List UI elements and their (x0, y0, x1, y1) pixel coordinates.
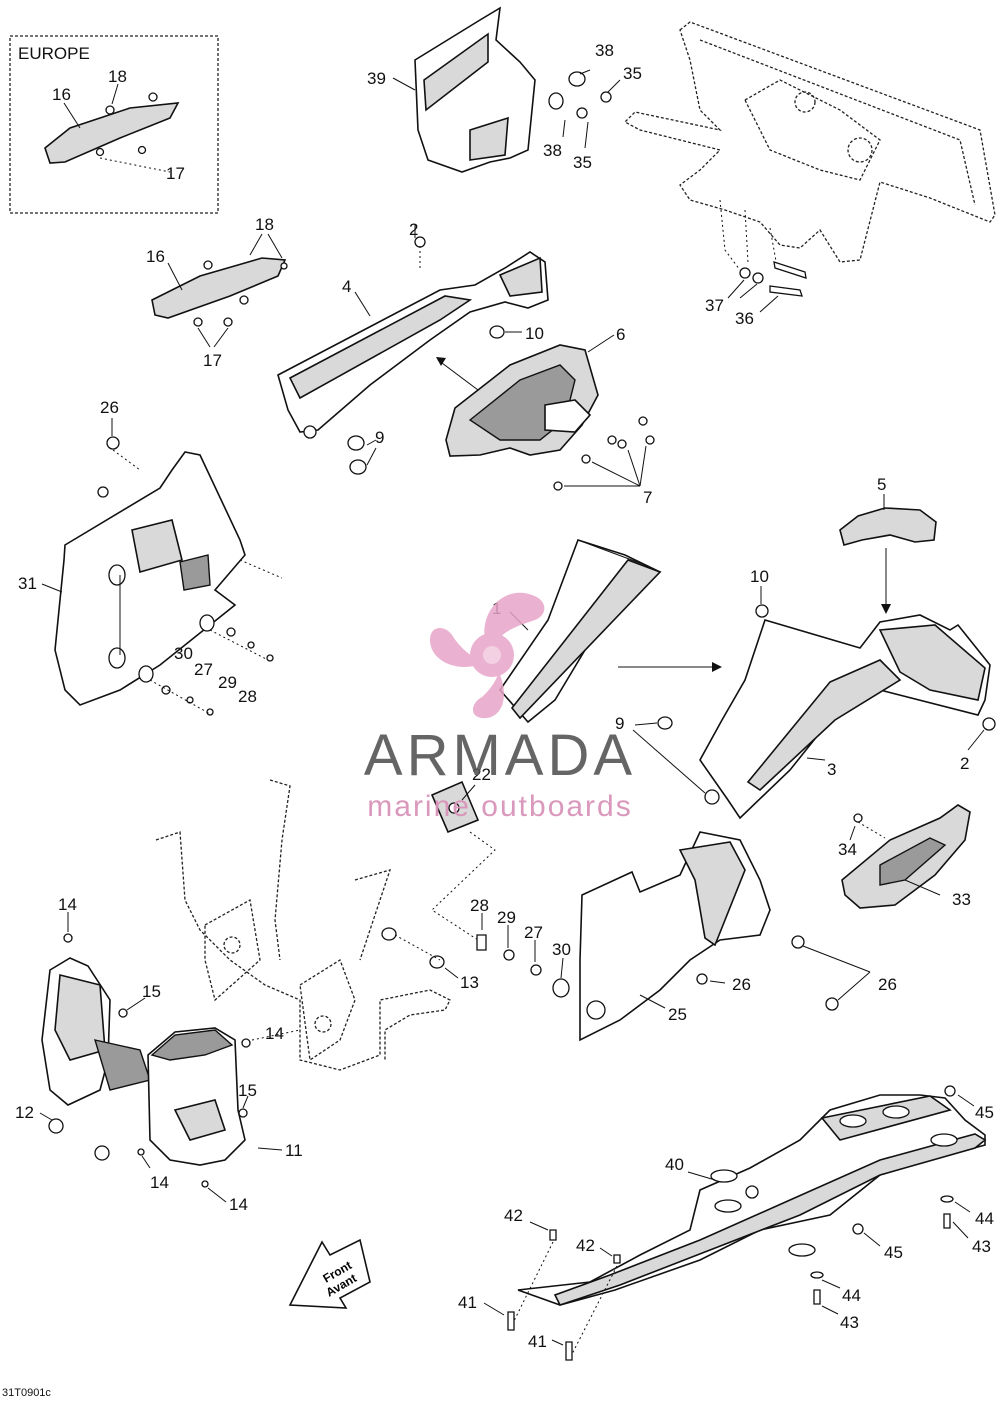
callout-29a: 29 (218, 673, 237, 692)
callout-44a: 44 (975, 1209, 994, 1228)
callout-2b: 2 (960, 754, 969, 773)
callout-45b: 45 (884, 1243, 903, 1262)
callout-14c: 14 (150, 1173, 169, 1192)
part-5-pad: 5 (839, 475, 937, 614)
callout-39: 39 (367, 69, 386, 88)
callout-37: 37 (705, 296, 724, 315)
hardware-27-30-29-28-left: 30 27 29 28 (138, 614, 274, 716)
hardware-45-44-43: 45 45 44 43 44 43 (810, 1085, 994, 1332)
callout-5: 5 (877, 475, 886, 494)
hardware-10-9-top: 10 9 (347, 324, 544, 475)
callout-17: 17 (203, 351, 222, 370)
part-33-guard: 34 33 (838, 804, 971, 909)
rear-frame-outline (623, 21, 996, 273)
callout-4: 4 (342, 277, 351, 296)
callout-10a: 10 (525, 324, 544, 343)
callout-42a: 42 (504, 1206, 523, 1225)
callout-9b: 9 (615, 714, 624, 733)
part-4-panel: 2 4 (277, 220, 549, 439)
callout-29b: 29 (497, 908, 516, 927)
hardware-7: 7 (553, 416, 655, 507)
callout-41b: 41 (528, 1332, 547, 1351)
part-22-clip: 22 (430, 765, 496, 941)
callout-26b: 26 (732, 975, 751, 994)
part-40-footwell: 40 (517, 1094, 987, 1306)
hardware-38-35: 38 35 38 35 (543, 41, 642, 172)
callout-14a: 14 (58, 895, 77, 914)
callout-2a: 2 (409, 220, 418, 239)
callout-28a: 28 (238, 687, 257, 706)
callout-31: 31 (18, 574, 37, 593)
inset-title: EUROPE (18, 44, 90, 63)
callout-43b: 43 (840, 1313, 859, 1332)
callout-33: 33 (952, 890, 971, 909)
callout-26a: 26 (100, 398, 119, 417)
hardware-14-15: 14 15 14 15 14 14 (58, 895, 301, 1214)
part-16-guard: 16 18 17 (146, 215, 288, 370)
callout-7: 7 (643, 488, 652, 507)
callout-14d: 14 (229, 1195, 248, 1214)
callout-41a: 41 (458, 1293, 477, 1312)
callout-25: 25 (668, 1005, 687, 1024)
callout-3: 3 (827, 760, 836, 779)
callout-6: 6 (616, 325, 625, 344)
callout-28b: 28 (470, 896, 489, 915)
inset-guard-part (44, 102, 180, 164)
callout-16: 16 (146, 247, 165, 266)
watermark-tagline: marine outboards (367, 790, 632, 823)
europe-inset: EUROPE 16 18 17 (9, 35, 219, 214)
callout-30b: 30 (552, 940, 571, 959)
front-frame-outline: 13 (155, 779, 479, 1071)
inset-callout-18: 18 (108, 67, 127, 86)
callout-18: 18 (255, 215, 274, 234)
callout-27a: 27 (194, 660, 213, 679)
callout-11: 11 (285, 1141, 303, 1160)
part-3-panel: 10 9 3 2 (615, 567, 996, 820)
callout-22: 22 (472, 765, 491, 784)
part-39-panel: 39 (367, 6, 536, 173)
part-31-bracket: 26 31 (18, 398, 283, 706)
callout-45a: 45 (975, 1103, 994, 1122)
hardware-36-37: 37 36 (705, 261, 807, 328)
callout-27b: 27 (524, 923, 543, 942)
hardware-28-29-27-30-center: 28 29 27 30 (470, 896, 571, 998)
part-12-guard: 12 (15, 957, 151, 1161)
inset-callout-17: 17 (166, 164, 185, 183)
callout-35b: 35 (573, 153, 592, 172)
drawing-code: 31T0901c (2, 1387, 51, 1399)
part-6-footrest: 6 (436, 325, 625, 457)
callout-42b: 42 (576, 1236, 595, 1255)
callout-35a: 35 (623, 64, 642, 83)
hardware-42-41: 42 42 41 41 (458, 1206, 621, 1361)
callout-38b: 38 (543, 141, 562, 160)
callout-30a: 30 (174, 644, 193, 663)
callout-15a: 15 (142, 982, 161, 1001)
callout-38a: 38 (595, 41, 614, 60)
callout-14b: 14 (265, 1024, 284, 1043)
callout-36: 36 (735, 309, 754, 328)
callout-40: 40 (665, 1155, 684, 1174)
armada-watermark: ARMADA marine outboards (364, 592, 636, 823)
callout-12: 12 (15, 1103, 34, 1122)
callout-9a: 9 (375, 428, 384, 447)
callout-10b: 10 (750, 567, 769, 586)
part-1-panel: 1 (492, 539, 722, 724)
callout-13: 13 (460, 973, 479, 992)
callout-34: 34 (838, 840, 857, 859)
part-25-bracket: 26 26 25 (579, 831, 897, 1042)
watermark-brand: ARMADA (364, 723, 636, 788)
armada-logo-icon (430, 592, 545, 719)
callout-26c: 26 (878, 975, 897, 994)
inset-callout-16: 16 (52, 85, 71, 104)
callout-43a: 43 (972, 1237, 991, 1256)
callout-15b: 15 (238, 1081, 257, 1100)
front-direction-arrow: Front Avant (288, 1238, 371, 1309)
part-11-guard: 11 (147, 1027, 303, 1166)
callout-44b: 44 (842, 1286, 861, 1305)
